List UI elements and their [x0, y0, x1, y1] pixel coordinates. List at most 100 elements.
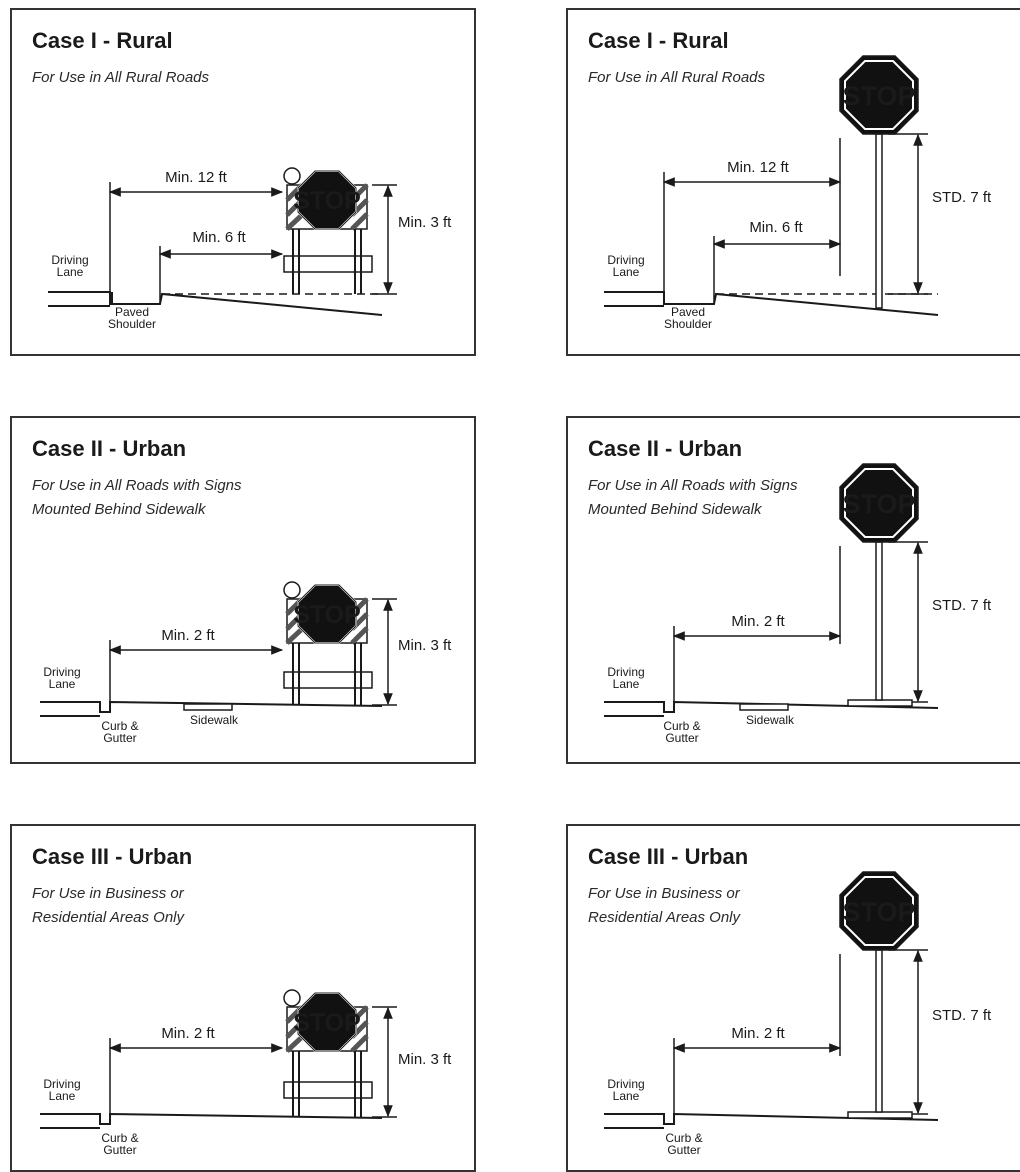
panel-title: Case II - Urban	[32, 436, 187, 461]
rural-portable-diagram: Driving Lane Paved Shoulder Min. 12 ft M…	[48, 167, 452, 331]
ground-profile	[604, 1112, 939, 1129]
panel-case-2-portable: Case II - Urban For Use in All Roads wit…	[10, 416, 476, 764]
subtitle-line: For Use in All Roads with Signs	[32, 477, 242, 494]
dimension-long-label: Min. 12 ft	[165, 169, 228, 186]
sidewalk-label: Sidewalk	[746, 713, 795, 727]
dimension-long-label: Min. 2 ft	[161, 1025, 215, 1042]
ground-profile	[48, 291, 383, 316]
panel-subtitle: For Use in Business or Residential Areas…	[588, 882, 740, 930]
subtitle-line: Residential Areas Only	[32, 909, 185, 926]
subtitle-line: For Use in All Rural Roads	[32, 69, 210, 86]
stop-sign-text: STOP	[842, 81, 915, 111]
panel-case-3-portable: Case III - Urban For Use in Business or …	[10, 824, 476, 1172]
curb-gutter-label-line2: Gutter	[667, 1143, 700, 1157]
curb-gutter-label-line1: Curb &	[101, 719, 138, 733]
panel-title: Case I - Rural	[588, 28, 729, 53]
stop-sign-icon: STOP	[839, 463, 919, 543]
urban-business-post-diagram: Driving Lane Curb & Gutter Min. 2 ft STO…	[604, 871, 992, 1157]
panel-title: Case II - Urban	[588, 436, 743, 461]
stop-sign-text: STOP	[293, 601, 361, 629]
panel-case-1-portable: Case I - Rural For Use in All Rural Road…	[10, 8, 476, 356]
curb-gutter-label-line2: Gutter	[103, 1143, 136, 1157]
driving-lane-label-line2: Lane	[49, 1089, 76, 1103]
driving-lane-label-line2: Lane	[49, 677, 76, 691]
urban-business-portable-diagram: Driving Lane Curb & Gutter Min. 2 ft STO…	[40, 989, 452, 1157]
curb-gutter-label: Curb & Gutter	[665, 1131, 702, 1157]
dimension-short-label: Min. 6 ft	[192, 229, 246, 246]
curb-gutter-label-line1: Curb &	[663, 719, 700, 733]
stop-sign-icon: STOP	[293, 992, 361, 1052]
dimension-height-label: Min. 3 ft	[398, 637, 452, 654]
stop-sign-icon: STOP	[839, 871, 919, 951]
driving-lane-label-line2: Lane	[613, 265, 640, 279]
sign-post	[875, 133, 883, 309]
dimension-height-label: STD. 7 ft	[932, 189, 992, 206]
stop-sign-icon: STOP	[293, 584, 361, 644]
sidewalk-slab	[739, 703, 789, 711]
stop-sign-text: STOP	[293, 187, 361, 215]
dimension-height-label: Min. 3 ft	[398, 1051, 452, 1068]
driving-lane-label-line2: Lane	[57, 265, 84, 279]
warning-light-icon	[283, 989, 301, 1007]
panel-subtitle: For Use in All Rural Roads	[32, 66, 209, 90]
curb-gutter-label: Curb & Gutter	[101, 1131, 138, 1157]
curb-gutter-label-line2: Gutter	[103, 731, 136, 745]
subtitle-line: For Use in All Rural Roads	[588, 69, 766, 86]
subtitle-line: Mounted Behind Sidewalk	[32, 501, 206, 518]
paved-shoulder-label: Paved Shoulder	[108, 305, 156, 331]
driving-lane-label: Driving Lane	[607, 1077, 644, 1103]
stop-sign-text: STOP	[842, 489, 915, 519]
driving-lane-label-line1: Driving	[43, 665, 80, 679]
portable-barricade: STOP	[283, 167, 373, 294]
driving-lane-label-line1: Driving	[43, 1077, 80, 1091]
curb-gutter-label: Curb & Gutter	[101, 719, 138, 745]
subtitle-line: Residential Areas Only	[588, 909, 741, 926]
driving-lane-label: Driving Lane	[607, 253, 644, 279]
curb-gutter-label: Curb & Gutter	[663, 719, 700, 745]
dimension-long-label: Min. 2 ft	[731, 613, 785, 630]
driving-lane-label-line1: Driving	[607, 253, 644, 267]
panel-subtitle: For Use in All Roads with Signs Mounted …	[32, 474, 242, 522]
panel-case-3-post: Case III - Urban For Use in Business or …	[566, 824, 1020, 1172]
dimension-short-label: Min. 6 ft	[749, 219, 803, 236]
portable-barricade: STOP	[283, 989, 373, 1117]
urban-sidewalk-post-diagram: Driving Lane Curb & Gutter Sidewalk Min.…	[604, 463, 992, 745]
portable-barricade: STOP	[283, 581, 373, 705]
warning-light-icon	[283, 581, 301, 599]
paved-shoulder-label-line2: Shoulder	[108, 317, 156, 331]
stop-sign-text: STOP	[293, 1009, 361, 1037]
dimension-long-label: Min. 2 ft	[731, 1025, 785, 1042]
driving-lane-label-line1: Driving	[607, 665, 644, 679]
paved-shoulder-label: Paved Shoulder	[664, 305, 712, 331]
driving-lane-label: Driving Lane	[43, 1077, 80, 1103]
sign-post	[875, 541, 883, 701]
driving-lane-label: Driving Lane	[607, 665, 644, 691]
panel-subtitle: For Use in All Rural Roads	[588, 66, 765, 90]
panel-title: Case I - Rural	[32, 28, 173, 53]
rural-post-diagram: Driving Lane Paved Shoulder Min. 12 ft M…	[604, 55, 992, 331]
subtitle-line: For Use in All Roads with Signs	[588, 477, 798, 494]
panel-subtitle: For Use in Business or Residential Areas…	[32, 882, 184, 930]
paved-shoulder-label-line1: Paved	[115, 305, 149, 319]
subtitle-line: Mounted Behind Sidewalk	[588, 501, 762, 518]
sidewalk-slab	[183, 703, 233, 711]
dimension-long-label: Min. 2 ft	[161, 627, 215, 644]
sign-post	[875, 949, 883, 1113]
dimension-height-label: STD. 7 ft	[932, 597, 992, 614]
driving-lane-label-line1: Driving	[51, 253, 88, 267]
curb-gutter-label-line2: Gutter	[665, 731, 698, 745]
panel-case-2-post: Case II - Urban For Use in All Roads wit…	[566, 416, 1020, 764]
driving-lane-label: Driving Lane	[51, 253, 88, 279]
dimension-long-label: Min. 12 ft	[727, 159, 790, 176]
panel-title: Case III - Urban	[32, 844, 193, 869]
driving-lane-label-line2: Lane	[613, 1089, 640, 1103]
dimension-height-label: Min. 3 ft	[398, 214, 452, 231]
paved-shoulder-label-line2: Shoulder	[664, 317, 712, 331]
ground-profile	[40, 700, 383, 717]
panel-title: Case III - Urban	[588, 844, 749, 869]
driving-lane-label-line2: Lane	[613, 677, 640, 691]
urban-sidewalk-portable-diagram: Driving Lane Curb & Gutter Sidewalk Min.…	[40, 581, 452, 745]
stop-sign-icon: STOP	[293, 170, 361, 230]
ground-profile	[40, 1112, 383, 1129]
post-footing	[847, 1111, 913, 1119]
